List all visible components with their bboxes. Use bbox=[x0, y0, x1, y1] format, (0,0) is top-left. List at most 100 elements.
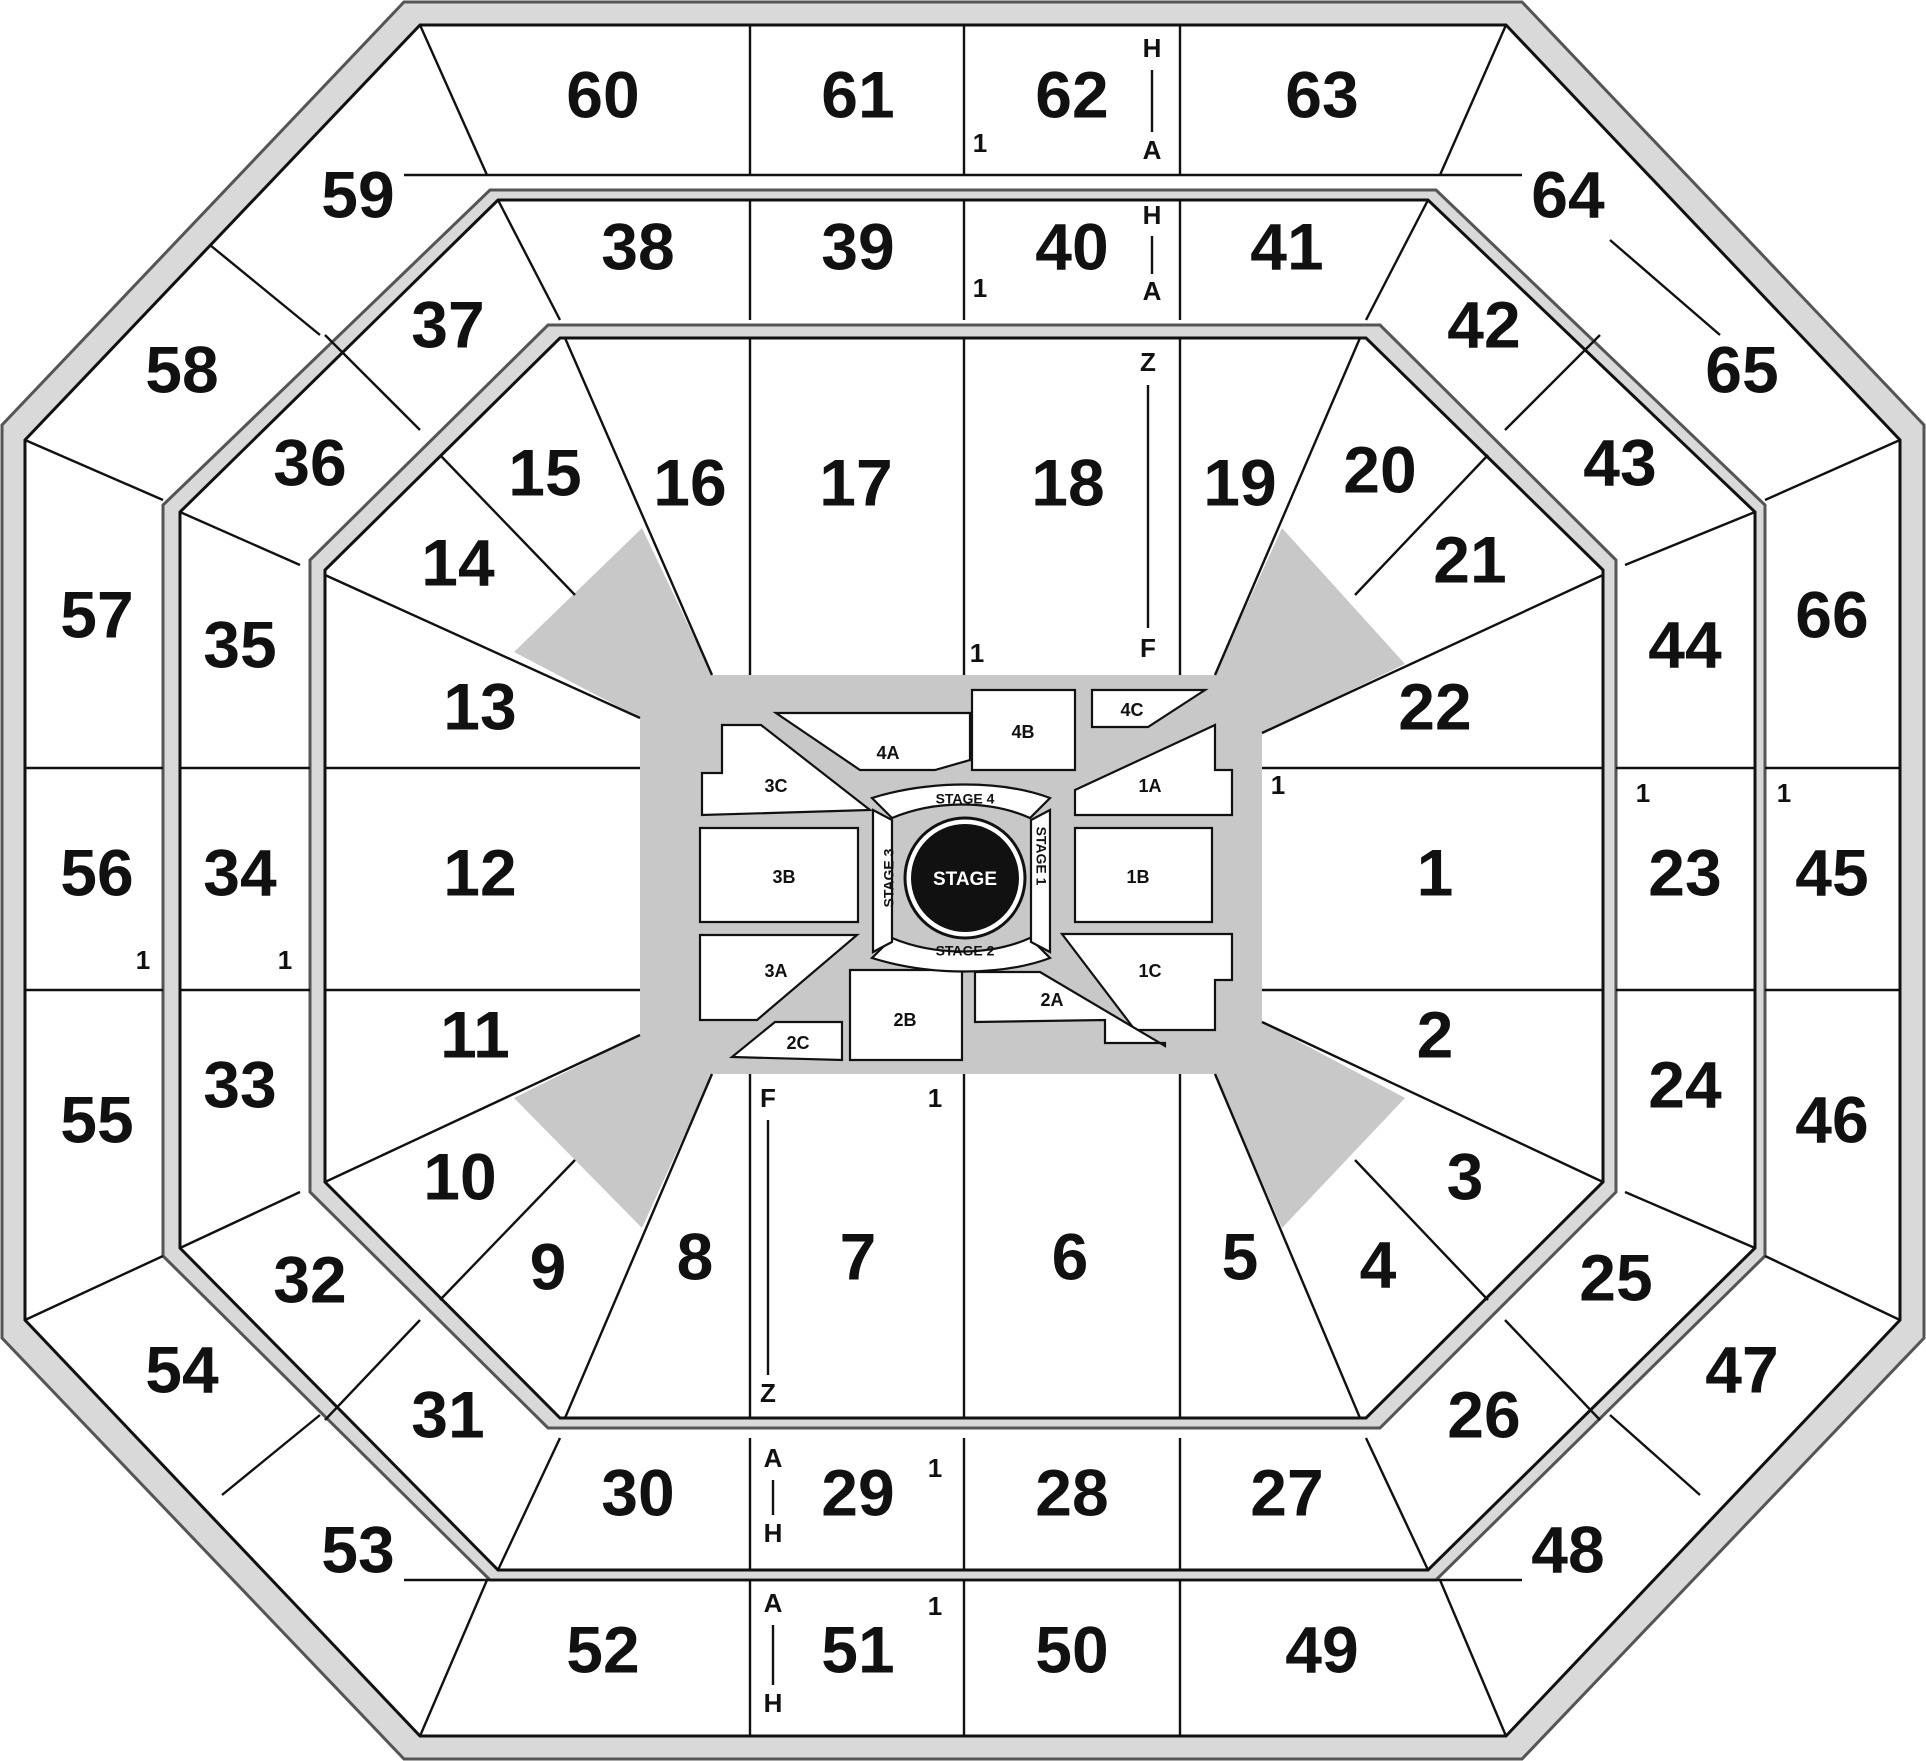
section-39[interactable]: 39 bbox=[821, 209, 894, 283]
section-10[interactable]: 10 bbox=[423, 1139, 496, 1213]
section-30[interactable]: 30 bbox=[601, 1455, 674, 1529]
floor-section-4c[interactable]: 4C bbox=[1090, 688, 1209, 729]
section-11[interactable]: 11 bbox=[440, 997, 510, 1071]
divider-line bbox=[418, 24, 489, 176]
section-19[interactable]: 19 bbox=[1203, 445, 1276, 519]
section-24[interactable]: 24 bbox=[1648, 1047, 1722, 1121]
section-3[interactable]: 3 bbox=[1447, 1139, 1484, 1213]
section-28[interactable]: 28 bbox=[1035, 1455, 1108, 1529]
section-32[interactable]: 32 bbox=[273, 1242, 346, 1316]
section-22[interactable]: 22 bbox=[1398, 669, 1471, 743]
section-60[interactable]: 60 bbox=[566, 57, 639, 131]
section-48[interactable]: 48 bbox=[1531, 1512, 1604, 1586]
floor-section-2b[interactable]: 2B bbox=[848, 968, 964, 1062]
section-50[interactable]: 50 bbox=[1035, 1612, 1108, 1686]
section-37[interactable]: 37 bbox=[411, 287, 484, 361]
row-marker-row-h: H bbox=[764, 1518, 783, 1548]
section-41[interactable]: 41 bbox=[1250, 209, 1323, 283]
section-5[interactable]: 5 bbox=[1222, 1219, 1259, 1293]
section-61[interactable]: 61 bbox=[821, 57, 894, 131]
section-20[interactable]: 20 bbox=[1343, 432, 1416, 506]
section-26[interactable]: 26 bbox=[1447, 1377, 1520, 1451]
section-31[interactable]: 31 bbox=[411, 1377, 484, 1451]
row-marker-row-a: A bbox=[1143, 135, 1162, 165]
section-12[interactable]: 12 bbox=[443, 835, 516, 909]
section-43[interactable]: 43 bbox=[1583, 425, 1656, 499]
divider-line bbox=[179, 1190, 301, 1250]
section-34[interactable]: 34 bbox=[203, 835, 277, 909]
floor-section-label: 4C bbox=[1120, 700, 1143, 720]
floor-section-label: 1B bbox=[1126, 867, 1149, 887]
floor-section-2a[interactable]: 2A bbox=[973, 970, 1167, 1048]
floor-section-label: 2C bbox=[786, 1033, 809, 1053]
floor-section-label: 2A bbox=[1040, 990, 1063, 1010]
section-36[interactable]: 36 bbox=[273, 425, 346, 499]
section-47[interactable]: 47 bbox=[1705, 1332, 1778, 1406]
row-marker-row-f: F bbox=[760, 1083, 776, 1113]
section-17[interactable]: 17 bbox=[819, 445, 892, 519]
section-57[interactable]: 57 bbox=[60, 577, 133, 651]
divider-line bbox=[1438, 1579, 1508, 1737]
floor-section-label: 1C bbox=[1138, 961, 1161, 981]
section-25[interactable]: 25 bbox=[1579, 1240, 1652, 1314]
divider-line bbox=[439, 454, 576, 596]
section-35[interactable]: 35 bbox=[203, 607, 276, 681]
row-marker-row-a: A bbox=[1143, 276, 1162, 306]
section-42[interactable]: 42 bbox=[1447, 287, 1520, 361]
floor-section-1a[interactable]: 1A bbox=[1073, 723, 1234, 817]
floor-section-3b[interactable]: 3B bbox=[698, 826, 860, 924]
section-56[interactable]: 56 bbox=[60, 835, 133, 909]
section-44[interactable]: 44 bbox=[1648, 607, 1722, 681]
section-54[interactable]: 54 bbox=[145, 1332, 219, 1406]
floor-section-4a[interactable]: 4A bbox=[772, 711, 972, 772]
floor-section-4b[interactable]: 4B bbox=[970, 688, 1077, 772]
section-53[interactable]: 53 bbox=[321, 1512, 394, 1586]
floor-section-3c[interactable]: 3C bbox=[700, 723, 874, 817]
section-dividers bbox=[24, 24, 1901, 1737]
section-9[interactable]: 9 bbox=[530, 1229, 567, 1303]
section-13[interactable]: 13 bbox=[443, 669, 516, 743]
section-7[interactable]: 7 bbox=[840, 1219, 877, 1293]
section-29[interactable]: 29 bbox=[821, 1455, 894, 1529]
divider-line bbox=[1609, 1414, 1701, 1496]
divider-line bbox=[1354, 1159, 1489, 1301]
section-62[interactable]: 62 bbox=[1035, 57, 1108, 131]
section-38[interactable]: 38 bbox=[601, 209, 674, 283]
section-4[interactable]: 4 bbox=[1360, 1227, 1397, 1301]
section-1[interactable]: 1 bbox=[1417, 835, 1454, 909]
floor-section-2c[interactable]: 2C bbox=[729, 1020, 844, 1062]
divider-line bbox=[1764, 438, 1901, 502]
section-45[interactable]: 45 bbox=[1795, 835, 1868, 909]
section-15[interactable]: 15 bbox=[508, 435, 581, 509]
section-58[interactable]: 58 bbox=[145, 332, 218, 406]
main-stage[interactable]: STAGE bbox=[903, 816, 1027, 940]
divider-line bbox=[563, 337, 714, 676]
section-55[interactable]: 55 bbox=[60, 1082, 133, 1156]
section-51[interactable]: 51 bbox=[821, 1612, 894, 1686]
section-16[interactable]: 16 bbox=[653, 445, 726, 519]
row-marker-row-h: H bbox=[1143, 33, 1162, 63]
section-8[interactable]: 8 bbox=[677, 1219, 714, 1293]
section-23[interactable]: 23 bbox=[1648, 835, 1721, 909]
divider-line bbox=[24, 1254, 164, 1322]
section-66[interactable]: 66 bbox=[1795, 577, 1868, 651]
section-63[interactable]: 63 bbox=[1285, 57, 1358, 131]
section-6[interactable]: 6 bbox=[1052, 1219, 1089, 1293]
section-21[interactable]: 21 bbox=[1433, 522, 1506, 596]
section-59[interactable]: 59 bbox=[321, 157, 394, 231]
section-46[interactable]: 46 bbox=[1795, 1082, 1868, 1156]
section-14[interactable]: 14 bbox=[421, 525, 495, 599]
section-65[interactable]: 65 bbox=[1705, 332, 1778, 406]
section-18[interactable]: 18 bbox=[1031, 445, 1104, 519]
floor-section-label: 2B bbox=[893, 1010, 916, 1030]
section-27[interactable]: 27 bbox=[1250, 1455, 1323, 1529]
section-33[interactable]: 33 bbox=[203, 1047, 276, 1121]
floor-section-1b[interactable]: 1B bbox=[1073, 826, 1214, 924]
section-64[interactable]: 64 bbox=[1531, 157, 1605, 231]
section-52[interactable]: 52 bbox=[566, 1612, 639, 1686]
section-49[interactable]: 49 bbox=[1285, 1612, 1358, 1686]
floor-section-3a[interactable]: 3A bbox=[698, 933, 860, 1022]
section-2[interactable]: 2 bbox=[1417, 997, 1454, 1071]
section-40[interactable]: 40 bbox=[1035, 209, 1108, 283]
